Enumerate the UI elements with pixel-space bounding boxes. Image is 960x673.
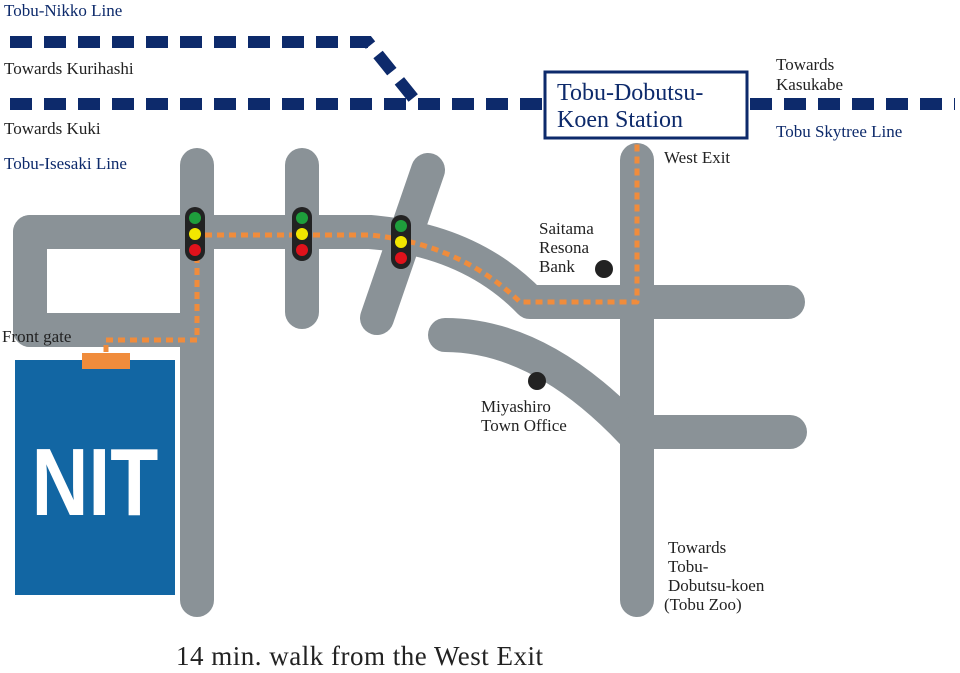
label-front-gate: Front gate bbox=[2, 327, 71, 346]
label-towards-kuki: Towards Kuki bbox=[4, 119, 101, 138]
campus-block bbox=[15, 360, 175, 595]
walk-time-caption: 14 min. walk from the West Exit bbox=[176, 641, 544, 671]
railways bbox=[10, 36, 955, 110]
label-west-exit: West Exit bbox=[664, 148, 730, 167]
station-name-line2: Koen Station bbox=[557, 107, 683, 133]
label-tobu-skytree-line: Tobu Skytree Line bbox=[776, 122, 902, 141]
rail-tobu-nikko bbox=[10, 36, 423, 108]
label-towards-zoo-1: Towards bbox=[668, 538, 726, 557]
front-gate-marker bbox=[82, 353, 130, 369]
station-box bbox=[543, 70, 749, 140]
label-towards-kurihashi: Towards Kurihashi bbox=[4, 59, 134, 78]
traffic-signal-1 bbox=[185, 207, 205, 261]
label-towards-zoo-4: (Tobu Zoo) bbox=[664, 595, 742, 614]
campus-name: NIT bbox=[32, 429, 159, 536]
label-towards-zoo-2: Tobu- bbox=[668, 557, 709, 576]
label-bank-1: Saitama bbox=[539, 219, 594, 238]
label-office-1: Miyashiro bbox=[481, 397, 551, 416]
road-diagonal-southeast bbox=[428, 318, 649, 449]
traffic-signal-3 bbox=[391, 215, 411, 269]
station-name-line1: Tobu-Dobutsu- bbox=[557, 80, 703, 106]
traffic-signal-2 bbox=[292, 207, 312, 261]
label-bank-2: Resona bbox=[539, 238, 590, 257]
town-office-marker bbox=[528, 372, 546, 390]
road-main-east-west bbox=[13, 215, 805, 319]
label-towards-kasukabe-1: Towards bbox=[776, 55, 834, 74]
label-bank-3: Bank bbox=[539, 257, 575, 276]
label-tobu-nikko-line: Tobu-Nikko Line bbox=[4, 1, 122, 20]
label-towards-zoo-3: Dobutsu-koen bbox=[668, 576, 765, 595]
label-office-2: Town Office bbox=[481, 416, 567, 435]
label-towards-kasukabe-2: Kasukabe bbox=[776, 75, 843, 94]
walking-route bbox=[103, 140, 640, 352]
label-tobu-isesaki-line: Tobu-Isesaki Line bbox=[4, 154, 127, 173]
bank-marker bbox=[595, 260, 613, 278]
